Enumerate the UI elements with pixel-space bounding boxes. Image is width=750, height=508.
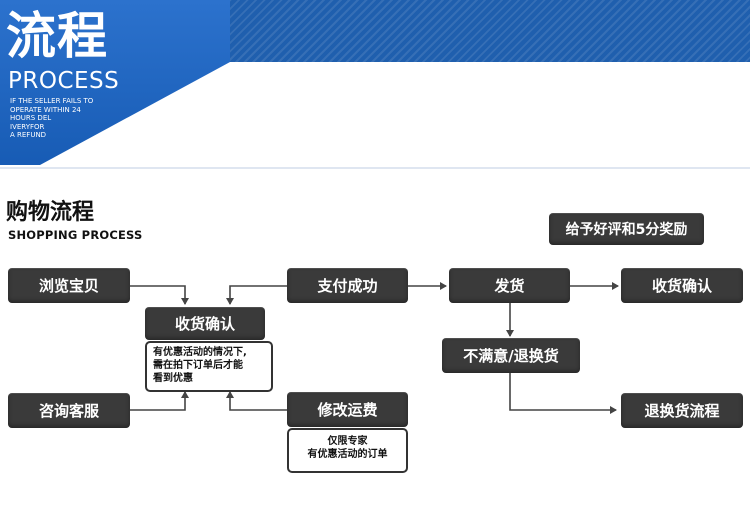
node-modify-shipping: 修改运费 <box>287 392 408 427</box>
node-browse: 浏览宝贝 <box>8 268 130 303</box>
section-title: 购物流程 <box>6 200 95 225</box>
note-discount: 有优惠活动的情况下, 需在拍下订单后才能 看到优惠 <box>145 341 273 392</box>
header-divider <box>0 167 750 169</box>
node-pay-success: 支付成功 <box>287 268 408 303</box>
header-title: 流程 <box>6 7 108 65</box>
arrow-unsatisfied-to-return <box>509 373 617 414</box>
arrow-modify-to-confirm <box>226 391 287 411</box>
node-return-flow: 退换货流程 <box>621 393 743 428</box>
node-confirm-receipt-right: 收货确认 <box>621 268 743 303</box>
node-ship: 发货 <box>449 268 570 303</box>
node-unsatisfied: 不满意/退换货 <box>442 338 580 373</box>
arrow-pay-to-confirm <box>226 285 287 305</box>
section-subtitle: SHOPPING PROCESS <box>8 228 143 242</box>
node-consult: 咨询客服 <box>8 393 130 428</box>
node-confirm-receipt-center: 收货确认 <box>145 307 265 340</box>
node-reward: 给予好评和5分奖励 <box>549 213 704 245</box>
arrow-browse-to-confirm <box>130 285 189 305</box>
note-exclusive: 仅限专家 有优惠活动的订单 <box>287 428 408 473</box>
arrow-consult-to-confirm <box>130 391 189 411</box>
header-note: IF THE SELLER FAILS TO OPERATE WITHIN 24… <box>10 97 94 140</box>
header-subtitle: PROCESS <box>8 68 120 94</box>
